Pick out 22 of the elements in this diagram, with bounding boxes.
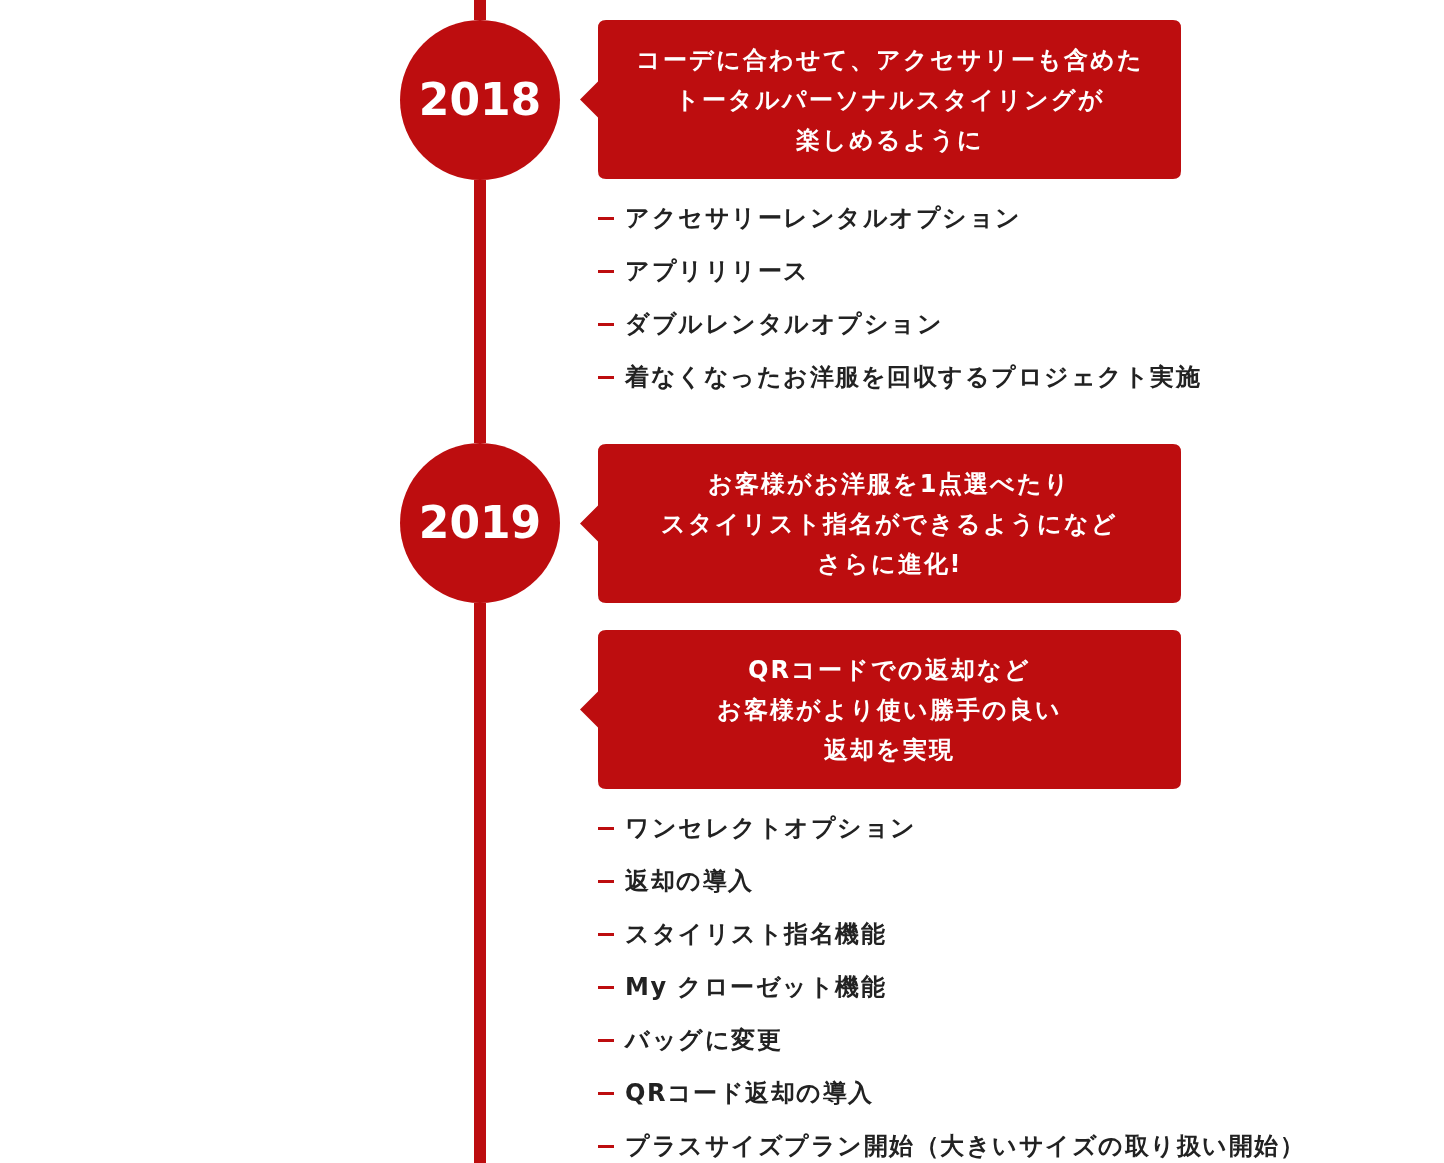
- list-item-text: ワンセレクトオプション: [625, 813, 917, 843]
- list-item-text: アプリリリース: [625, 256, 810, 286]
- list-item-text: My クローゼット機能: [625, 972, 887, 1002]
- speech-bubble: [580, 630, 1181, 789]
- list-item-text: ダブルレンタルオプション: [625, 309, 943, 339]
- timeline-line: [474, 603, 486, 1163]
- bubble-text: コーデに合わせて、アクセサリーも含めたトータルパーソナルスタイリングが楽しめるように: [634, 44, 1145, 156]
- timeline-line: [474, 180, 486, 443]
- list-item-text: QRコード返却の導入: [625, 1078, 874, 1108]
- year-label: 2018: [418, 78, 542, 122]
- bubble-text: QRコードでの返却などお客様がより使い勝手の良い返却を実現: [716, 654, 1063, 766]
- list-item-text: バッグに変更: [625, 1025, 782, 1055]
- list-item-text: プラスサイズプラン開始（大きいサイズの取り扱い開始）: [625, 1131, 1305, 1161]
- list-item-text: 返却の導入: [625, 866, 754, 896]
- year-label: 2019: [418, 501, 542, 545]
- list-item-text: スタイリスト指名機能: [625, 919, 886, 949]
- bubble-text: お客様がお洋服を1点選べたりスタイリスト指名ができるようになどさらに進化!: [660, 468, 1119, 580]
- timeline-line: [474, 0, 486, 20]
- speech-bubble: [580, 20, 1181, 179]
- list-item-text: 着なくなったお洋服を回収するプロジェクト実施: [625, 362, 1201, 392]
- speech-bubble: [580, 444, 1181, 603]
- list-item-text: アクセサリーレンタルオプション: [625, 203, 1022, 233]
